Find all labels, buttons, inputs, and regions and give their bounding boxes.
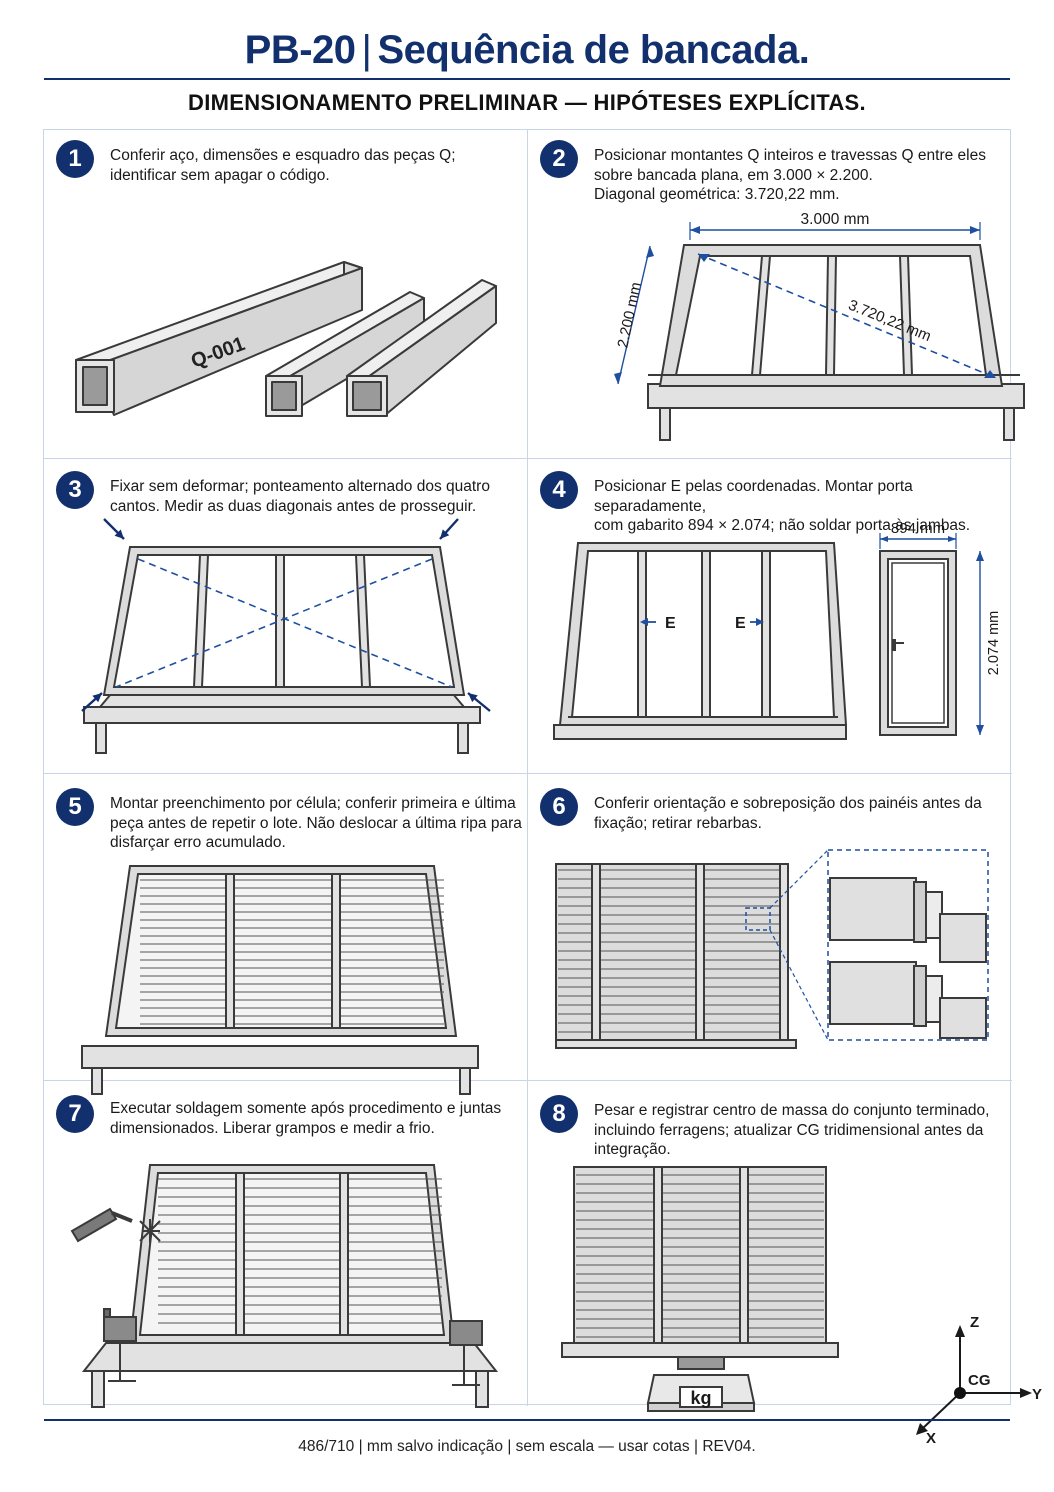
- door-layout-illustration: E E 894 mm 2.074 mm: [553, 520, 1002, 740]
- step-7-line: Executar soldagem somente após procedime…: [110, 1100, 502, 1117]
- step-5-panel: 5 Montar preenchimento por célula; confe…: [44, 774, 528, 1095]
- step-4-line: Posicionar E pelas coordenadas. Montar p…: [594, 478, 913, 515]
- step-1-panel: 1 Conferir aço, dimensões e esquadro das…: [44, 130, 528, 459]
- e-coordinate-label: E: [735, 615, 746, 632]
- step-2-panel: 2 Posicionar montantes Q inteiros e trav…: [528, 130, 1025, 459]
- corner-arrow-icon: [440, 529, 450, 539]
- corner-arrow-icon: [92, 693, 102, 703]
- diagonal-measure: [115, 558, 433, 688]
- cg-axes: [921, 1333, 1024, 1430]
- step-5-badge: 5: [56, 788, 94, 826]
- page-subtitle: DIMENSIONAMENTO PRELIMINAR — HIPÓTESES E…: [188, 90, 866, 115]
- step-2-line: Posicionar montantes Q inteiros e traves…: [594, 147, 986, 164]
- bench-leg: [95, 722, 107, 754]
- step-5-line: peça antes de repetir o lote. Não desloc…: [110, 814, 522, 832]
- cg-label: CG: [968, 1372, 991, 1389]
- step-7-text: Executar soldagem somente após procedime…: [110, 1099, 501, 1138]
- steps-grid: 1 Conferir aço, dimensões e esquadro das…: [43, 129, 1042, 1447]
- infill-illustration: [81, 865, 479, 1095]
- step-1-line: Conferir aço, dimensões e esquadro das p…: [110, 147, 456, 164]
- step-8-text: Pesar e registrar centro de massa do con…: [594, 1101, 989, 1160]
- weighing-illustration: kg Z Y X CG: [561, 1166, 1042, 1447]
- step-6-badge: 6: [540, 788, 578, 826]
- clamp-icon: [103, 1308, 137, 1382]
- step-3-line: cantos. Medir as duas diagonais antes de…: [110, 497, 477, 515]
- step-3-badge: 3: [56, 471, 94, 509]
- step-6-line: Conferir orientação e sobreposição dos p…: [594, 795, 982, 812]
- step-7-panel: 7 Executar soldagem somente após procedi…: [44, 1081, 528, 1408]
- step-2-line: sobre bancada plana, em 3.000 × 2.200.: [594, 166, 873, 184]
- dim-width-label: 3.000 mm: [801, 211, 870, 228]
- step-8-badge: 8: [540, 1095, 578, 1133]
- slat-group: [140, 879, 444, 1025]
- step-1-text: Conferir aço, dimensões e esquadro das p…: [110, 146, 456, 185]
- step-5-line: Montar preenchimento por célula; conferi…: [110, 795, 516, 812]
- step-7-line: dimensionados. Liberar grampos e medir a…: [110, 1119, 435, 1137]
- page-title: PB-20|Sequência de bancada.: [0, 28, 1054, 73]
- welding-illustration: [70, 1164, 499, 1408]
- diagonal-measure: [137, 558, 453, 688]
- step-2-text: Posicionar montantes Q inteiros e traves…: [594, 146, 986, 205]
- step-7-badge: 7: [56, 1095, 94, 1133]
- bench-leg: [457, 722, 469, 754]
- step-5-text: Montar preenchimento por célula; conferi…: [110, 794, 522, 853]
- step-5-line: disfarçar erro acumulado.: [110, 834, 286, 851]
- frame-mullion: [275, 554, 285, 688]
- corner-arrow-icon: [468, 693, 478, 703]
- title-separator: |: [361, 28, 372, 72]
- step-2-line: Diagonal geométrica: 3.720,22 mm.: [594, 186, 840, 203]
- step-6-text: Conferir orientação e sobreposição dos p…: [594, 794, 982, 833]
- door-width-label: 894 mm: [891, 520, 945, 537]
- slat-group: [158, 1178, 442, 1324]
- clamp-icon: [449, 1320, 483, 1386]
- welding-torch-icon: [70, 1207, 161, 1243]
- e-coordinate-label: E: [665, 615, 676, 632]
- step-1-badge: 1: [56, 140, 94, 178]
- drawing-code: PB-20: [244, 28, 356, 72]
- axis-z-label: Z: [970, 1314, 979, 1331]
- step-1-line: identificar sem apagar o código.: [110, 166, 330, 184]
- frame-layout-illustration: 3.000 mm 2.200 mm 3.720,22 mm: [614, 211, 1025, 441]
- step-3-line: Fixar sem deformar; ponteamento alternad…: [110, 478, 490, 495]
- step-3-text: Fixar sem deformar; ponteamento alternad…: [110, 477, 490, 516]
- axis-y-label: Y: [1032, 1386, 1042, 1403]
- dim-height-label: 2.200 mm: [614, 281, 644, 350]
- step-4-text: Posicionar E pelas coordenadas. Montar p…: [594, 477, 1012, 536]
- step-4-badge: 4: [540, 471, 578, 509]
- step-8-line: integração.: [594, 1141, 671, 1158]
- bench-top: [83, 706, 481, 724]
- q-profiles-illustration: Q-001: [75, 261, 497, 417]
- scale-unit-label: kg: [690, 1388, 711, 1408]
- step-8-line: Pesar e registrar centro de massa do con…: [594, 1102, 990, 1119]
- drawing-title: Sequência de bancada.: [377, 28, 810, 72]
- step-2-badge: 2: [540, 140, 578, 178]
- step-3-panel: 3 Fixar sem deformar; ponteamento altern…: [44, 459, 528, 774]
- step-8-panel: 8 Pesar e registrar centro de massa do c…: [528, 1081, 1042, 1447]
- door-height-label: 2.074 mm: [986, 611, 1002, 675]
- panel-overlap-illustration: [555, 849, 989, 1049]
- step-4-panel: 4 Posicionar E pelas coordenadas. Montar…: [528, 459, 1012, 774]
- step-6-line: fixação; retirar rebarbas.: [594, 814, 762, 832]
- corner-arrow-icon: [114, 529, 124, 539]
- slat-group: [576, 1174, 824, 1338]
- step-6-panel: 6 Conferir orientação e sobreposição dos…: [528, 774, 1012, 1081]
- step-4-line: com gabarito 894 × 2.074; não soldar por…: [594, 517, 971, 534]
- axis-x-label: X: [926, 1430, 936, 1447]
- header-rule: [44, 78, 1010, 80]
- footer-note: 486/710 | mm salvo indicação | sem escal…: [298, 1438, 756, 1455]
- tack-weld-illustration: [81, 518, 491, 754]
- footer-rule: [44, 1419, 1010, 1421]
- step-8-line: incluindo ferragens; atualizar CG tridim…: [594, 1121, 984, 1139]
- cg-point: [954, 1387, 966, 1399]
